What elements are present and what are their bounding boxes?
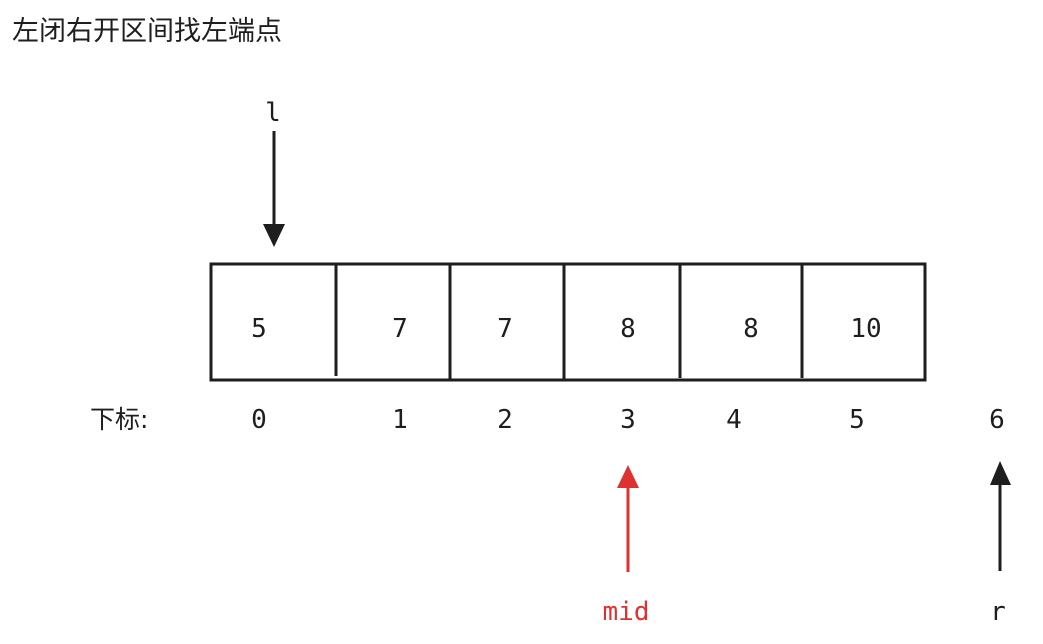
cell-value-5: 10 (850, 314, 881, 344)
pointer-mid-label: mid (603, 597, 650, 627)
index-3: 3 (620, 405, 636, 435)
array-values: 5 7 7 8 8 10 (251, 314, 881, 344)
cell-value-1: 7 (392, 314, 408, 344)
cell-value-2: 7 (497, 314, 513, 344)
pointer-r-label: r (990, 597, 1006, 627)
index-row-label: 下标: (90, 405, 148, 434)
pointer-l: l (263, 98, 285, 247)
index-4: 4 (726, 405, 742, 435)
pointer-r: r (990, 461, 1011, 627)
pointer-l-arrowhead (263, 224, 285, 247)
cell-value-3: 8 (620, 314, 636, 344)
cell-dividers (334, 264, 804, 380)
cell-value-4: 8 (743, 314, 759, 344)
diagram-title: 左闭右开区间找左端点 (12, 16, 282, 47)
index-numbers: 0 1 2 3 4 5 6 (251, 405, 1005, 435)
pointer-mid: mid (603, 465, 650, 627)
array-box (209, 262, 927, 382)
pointer-l-label: l (265, 98, 281, 128)
index-1: 1 (392, 405, 408, 435)
pointer-mid-arrowhead (617, 465, 639, 488)
index-5: 5 (849, 405, 865, 435)
index-6: 6 (989, 405, 1005, 435)
cell-value-0: 5 (251, 314, 267, 344)
pointer-r-arrowhead (990, 461, 1011, 485)
index-0: 0 (251, 405, 267, 435)
index-2: 2 (497, 405, 513, 435)
